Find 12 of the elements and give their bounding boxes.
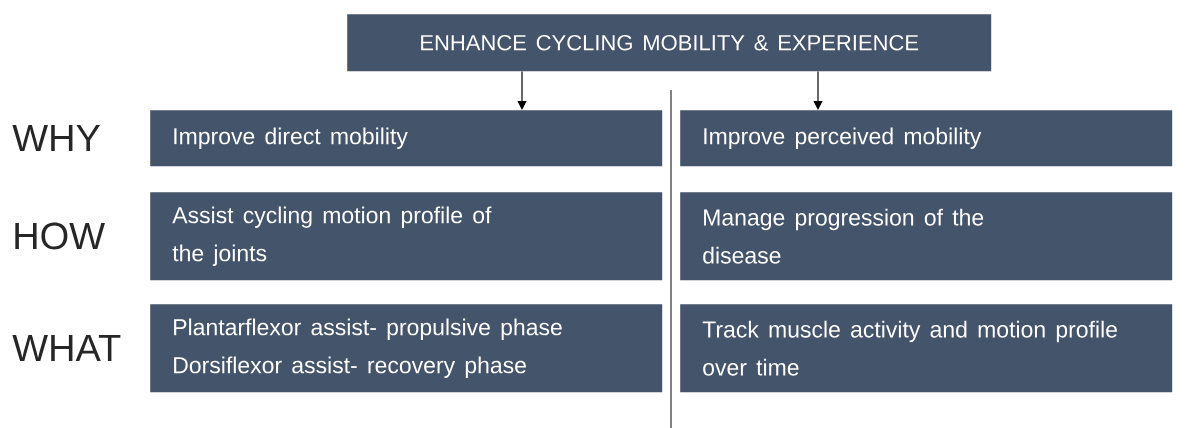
- row-label: WHAT: [12, 334, 121, 362]
- goal-box: ENHANCE CYCLING MOBILITY & EXPERIENCE: [347, 14, 992, 72]
- row-label: HOW: [15, 222, 105, 250]
- process-box: Plantarflexor assist- propulsive phase Dorsiflexor assist- recovery phase: [150, 304, 663, 393]
- arrow: [813, 70, 823, 110]
- process-box: Improve direct mobility: [150, 110, 663, 167]
- row-label: WHY: [12, 124, 101, 152]
- process-box: Track muscle activity and motion profile over time: [680, 304, 1173, 393]
- process-box: Manage progression of the disease: [680, 192, 1173, 281]
- process-box: Assist cycling motion profile of the joints: [150, 192, 663, 281]
- process-box: Improve perceived mobility: [680, 110, 1173, 167]
- arrow: [517, 70, 527, 110]
